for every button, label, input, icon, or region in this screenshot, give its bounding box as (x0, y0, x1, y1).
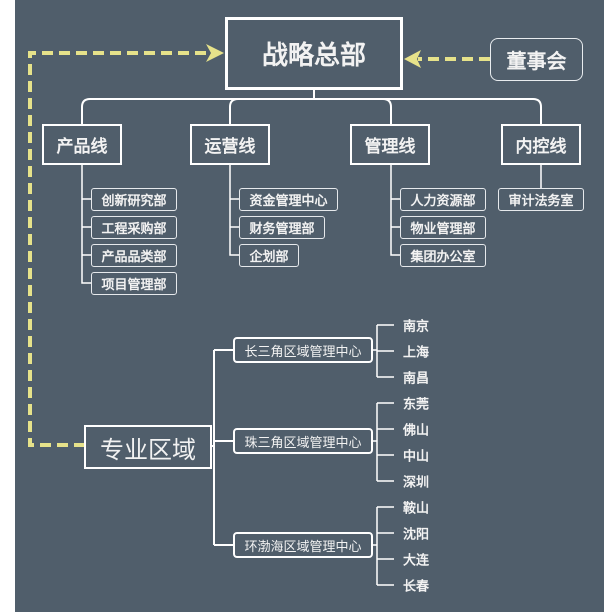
dept-box: 项目管理部 (91, 272, 177, 295)
region-trunk (212, 349, 233, 546)
region-center-box: 环渤海区域管理中心 (233, 532, 373, 558)
region-dashed-link (28, 51, 212, 447)
region-center-box: 长三角区域管理中心 (233, 337, 373, 363)
city-label: 鞍山 (403, 501, 430, 517)
city-label: 南京 (403, 319, 430, 335)
city-label: 沈阳 (403, 527, 430, 543)
product-bracket (81, 165, 91, 284)
region-center-box: 珠三角区域管理中心 (233, 428, 373, 454)
region-box: 专业区域 (84, 425, 212, 469)
city-label: 南昌 (403, 371, 430, 387)
arrow-to-hq-left (206, 44, 224, 62)
ops-bracket (229, 165, 239, 256)
city-brackets (373, 324, 394, 586)
line-control: 内控线 (501, 124, 581, 165)
dept-box: 产品品类部 (91, 244, 177, 267)
dept-box: 创新研究部 (91, 188, 177, 211)
arrow-to-hq-right (404, 50, 421, 68)
line-management: 管理线 (350, 124, 430, 165)
dept-box: 财务管理部 (239, 216, 325, 239)
city-label: 东莞 (403, 397, 430, 413)
dept-box: 物业管理部 (400, 216, 486, 239)
dept-box: 集团办公室 (400, 244, 486, 267)
dept-box: 工程采购部 (91, 216, 177, 239)
dept-box: 企划部 (239, 244, 299, 267)
city-label: 深圳 (403, 475, 430, 491)
board-box: 董事会 (490, 38, 583, 81)
city-label: 大连 (403, 553, 430, 569)
city-label: 佛山 (403, 423, 430, 439)
line-operations: 运营线 (190, 124, 270, 165)
dept-box: 资金管理中心 (239, 188, 338, 211)
city-label: 上海 (403, 345, 430, 361)
hq-connector (81, 90, 542, 124)
headquarters-box: 战略总部 (225, 17, 403, 90)
line-product: 产品线 (42, 124, 122, 165)
city-label: 长春 (403, 579, 430, 595)
mgmt-bracket (390, 165, 400, 256)
city-label: 中山 (403, 449, 430, 465)
diagram-background (15, 0, 604, 612)
dept-box: 人力资源部 (400, 188, 486, 211)
dept-box: 审计法务室 (498, 188, 584, 211)
